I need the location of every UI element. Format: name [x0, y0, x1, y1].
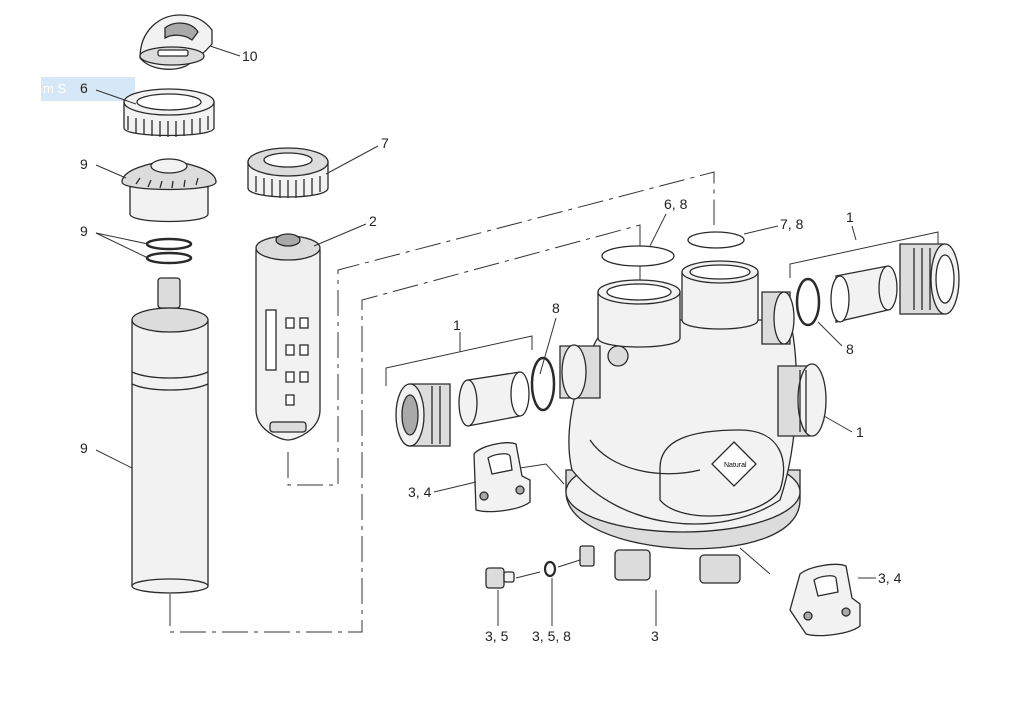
callout-3: 3: [651, 628, 659, 644]
callout-7: 7: [381, 135, 389, 151]
part-10-top-cap: [139, 14, 213, 70]
callout-6: 6: [80, 80, 88, 96]
part-6-ring-nut: [123, 88, 215, 137]
part-9-cartridge: [131, 277, 209, 594]
part-9-o-rings: [145, 237, 193, 265]
callout-3-5: 3, 5: [485, 628, 509, 644]
callout-1-side: 1: [856, 424, 864, 440]
part-1-left-union: [395, 356, 556, 447]
callout-9-cartridge: 9: [80, 440, 88, 456]
part-1-right-union: [795, 243, 960, 327]
part-3-5-8-washer: [543, 559, 581, 578]
part-3-valve-housing: Natural: [559, 260, 827, 584]
callout-10: 10: [242, 48, 258, 64]
callout-9-rings: 9: [80, 223, 88, 239]
callout-labels: 10 6 9 9 9 7 2 6, 8 7, 8 1 8 1 8 1 3, 4 …: [80, 48, 902, 644]
callout-8-left: 8: [552, 300, 560, 316]
part-3-4-bracket-right: [789, 563, 861, 637]
callout-1-right: 1: [846, 209, 854, 225]
callout-9-cone: 9: [80, 156, 88, 172]
callout-3-4-right: 3, 4: [878, 570, 902, 586]
callout-3-4-left: 3, 4: [408, 484, 432, 500]
callout-3-5-8: 3, 5, 8: [532, 628, 571, 644]
part-3-4-bracket-left: [473, 442, 531, 513]
part-2-filter-insert: [255, 233, 321, 441]
callout-2: 2: [369, 213, 377, 229]
part-7-cap: [247, 147, 329, 198]
assembly-lines: [169, 171, 715, 633]
selection-text: m S: [43, 81, 67, 96]
top-o-rings: [601, 231, 745, 267]
part-3-5-drain-plug: [485, 567, 541, 589]
callout-8-right: 8: [846, 341, 854, 357]
text-selection-highlight: m S: [41, 77, 135, 101]
callout-7-8: 7, 8: [780, 216, 804, 232]
callout-6-8: 6, 8: [664, 196, 688, 212]
part-9-cone-cap: [121, 158, 217, 223]
leader-lines: [95, 45, 939, 626]
callout-1-left: 1: [453, 317, 461, 333]
badge-text: Natural: [724, 462, 747, 469]
